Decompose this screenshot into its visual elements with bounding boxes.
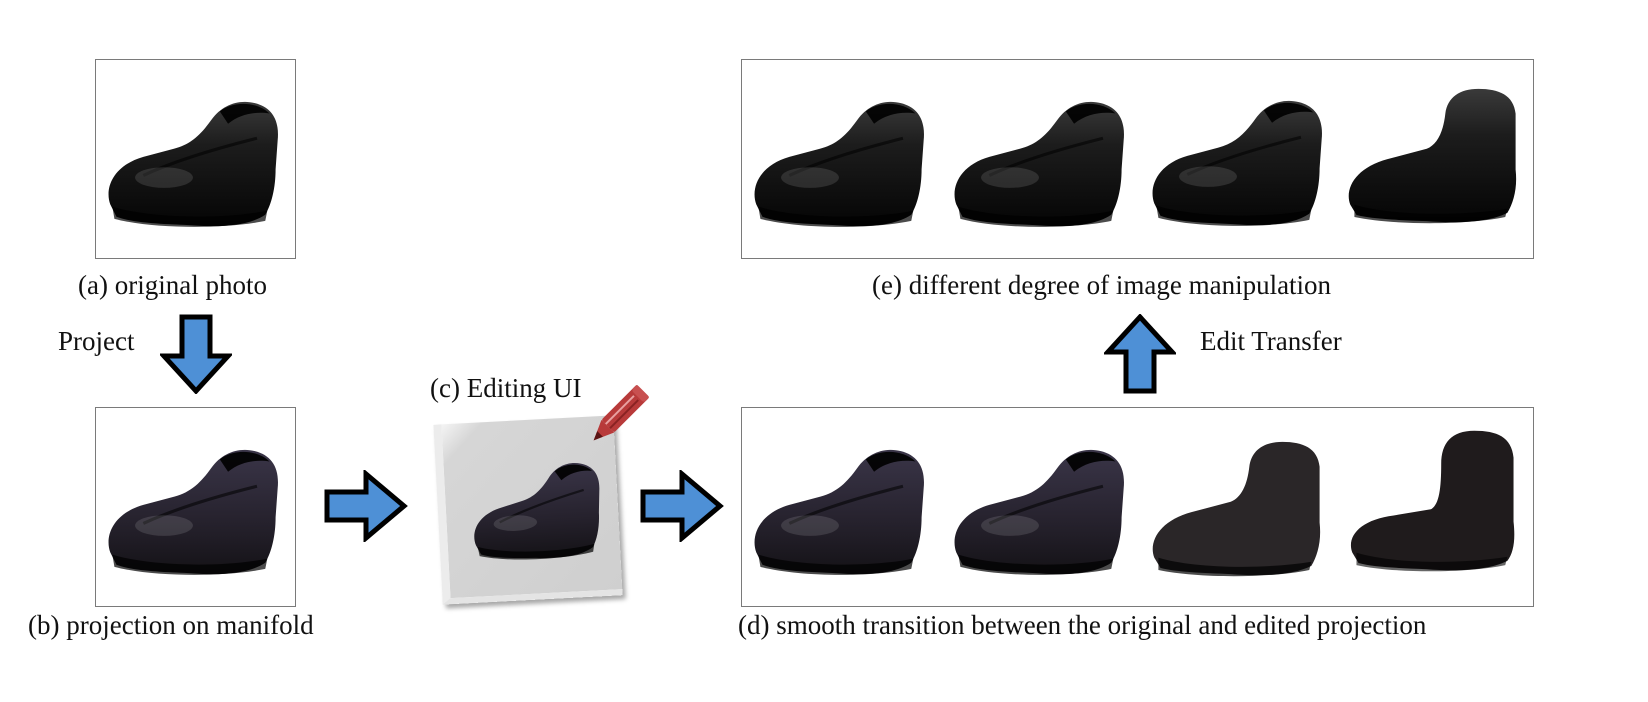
right-arrow-icon [640,470,724,542]
transition-shoe-4 [1342,418,1528,584]
transition-shoe-1 [748,434,934,584]
transition-shoe-2 [948,434,1134,584]
transition-shoe-3 [1146,432,1332,584]
up-arrow-icon [1104,314,1176,394]
caption-b: (b) projection on manifold [28,610,314,640]
manipulated-shoe-1 [748,86,934,236]
projected-shoe-image [102,434,288,584]
original-photo-panel [95,59,296,259]
manipulation-panel [741,59,1534,259]
right-arrow-icon [324,470,408,542]
manipulated-shoe-3 [1146,84,1332,236]
original-shoe-image [102,86,288,236]
pencil-icon [593,385,649,441]
caption-a: (a) original photo [78,270,267,300]
caption-c: (c) Editing UI [430,373,582,403]
down-arrow-icon [160,314,232,394]
project-label: Project [58,326,135,356]
projection-panel [95,407,296,607]
manipulated-shoe-2 [948,86,1134,236]
caption-e: (e) different degree of image manipulati… [872,270,1332,300]
edited-shoe-image [465,448,611,571]
manipulated-shoe-4 [1342,74,1528,236]
edit-transfer-label: Edit Transfer [1200,326,1342,356]
transition-panel [741,407,1534,607]
caption-d: (d) smooth transition between the origin… [738,610,1427,640]
